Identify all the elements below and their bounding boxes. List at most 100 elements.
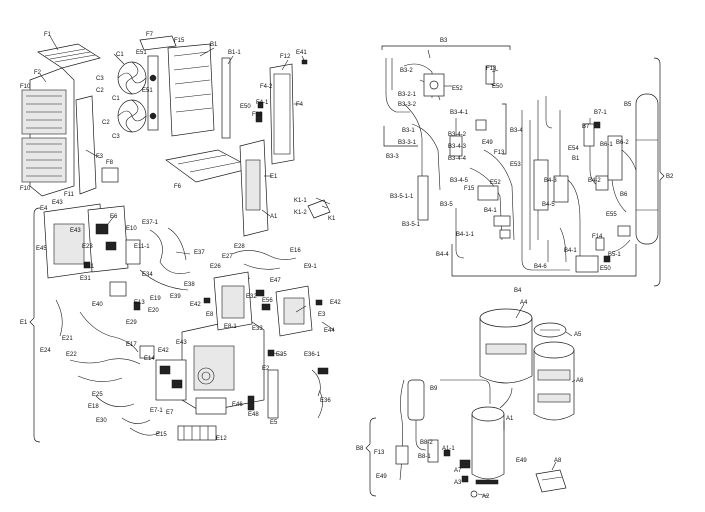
label-e4: E4: [40, 206, 48, 212]
label-e18: E18: [88, 404, 99, 410]
label-e43-a: E43: [52, 200, 63, 206]
wiring-group: [55, 299, 217, 441]
control-plate-e6: [87, 205, 129, 273]
label-a6: A6: [576, 378, 584, 384]
label-e32: E32: [246, 294, 257, 300]
label-a4: A4: [520, 300, 528, 306]
label-e1-top: E1: [270, 174, 278, 180]
coil-b1: [167, 43, 215, 137]
label-f4-1: F4-1: [256, 100, 269, 106]
label-e36: E36: [320, 398, 331, 404]
label-e5: E5: [270, 420, 278, 426]
label-e20: E20: [148, 308, 159, 314]
receiver-group: [593, 93, 659, 263]
label-e45: E45: [36, 246, 47, 252]
label-e50: E50: [240, 104, 251, 110]
label-b3-3-2: B3-3-2: [398, 102, 417, 108]
label-b4-1-1: B4-1-1: [456, 232, 475, 238]
label-b8: B8: [356, 446, 364, 452]
label-e51-top: E51: [136, 50, 147, 56]
label-c2-bottom: C2: [102, 120, 110, 126]
label-a3: A3: [454, 480, 462, 486]
strainer-b4-1: [575, 255, 599, 273]
motor-bracket: [147, 55, 159, 131]
label-a5: A5: [574, 332, 582, 338]
label-b3-3-1: B3-3-1: [398, 140, 417, 146]
side-rail-f3: [75, 95, 97, 195]
label-b3: B3: [440, 38, 448, 44]
label-c3-bottom: C3: [112, 134, 120, 140]
group-braces: [29, 45, 665, 497]
label-e46: E46: [232, 402, 243, 408]
control-box-group: [43, 203, 191, 311]
label-e11: E11: [84, 264, 95, 270]
compressor-group: [395, 308, 575, 498]
label-b4-6: B4-6: [534, 264, 547, 270]
label-e8-1: E8-1: [224, 324, 237, 330]
label-e51-bottom: E51: [142, 88, 153, 94]
label-e50-c: E50: [600, 266, 611, 272]
label-f4: F4: [296, 102, 304, 108]
label-b6-1: B6-1: [600, 142, 613, 148]
label-f12: F12: [280, 54, 291, 60]
electrical-box-group: [155, 317, 329, 419]
label-e2: E2: [262, 366, 270, 372]
label-e3: E3: [318, 312, 326, 318]
label-b8-1: B8-1: [418, 454, 431, 460]
label-e41: E41: [296, 50, 307, 56]
accumulator-b9: [407, 379, 425, 421]
label-e23: E23: [82, 244, 93, 250]
label-f1: F1: [44, 32, 52, 38]
label-e21: E21: [62, 336, 73, 342]
label-b5: B5: [624, 102, 632, 108]
label-e49-b: E49: [376, 474, 387, 480]
label-b2: B2: [666, 174, 674, 180]
label-e39: E39: [170, 294, 181, 300]
label-e13: E13: [134, 300, 145, 306]
label-a8: A8: [554, 458, 562, 464]
label-e8: E8: [206, 312, 214, 318]
label-f7: F7: [146, 32, 154, 38]
label-a1-b: A1: [506, 416, 514, 422]
label-e50-b: E50: [492, 84, 503, 90]
label-e19: E19: [150, 296, 161, 302]
label-e43-b: E43: [70, 228, 81, 234]
label-f4-2: F4-2: [260, 84, 273, 90]
label-b6-2: B6-2: [616, 140, 629, 146]
label-e35: E35: [276, 352, 287, 358]
label-e54: E54: [568, 146, 579, 152]
label-e43-c: E43: [176, 340, 187, 346]
label-e53: E53: [510, 162, 521, 168]
label-c1-top: C1: [116, 52, 124, 58]
label-e27: E27: [222, 254, 233, 260]
label-f10-top: F10: [20, 84, 31, 90]
label-b1-1: B1-1: [228, 50, 241, 56]
label-e11-1: E11-1: [134, 244, 150, 250]
label-e30: E30: [96, 418, 107, 424]
label-e56: E56: [262, 298, 273, 304]
bracket-f8: [101, 167, 119, 183]
label-b3-2-1: B3-2-1: [398, 92, 417, 98]
label-e10: E10: [126, 226, 137, 232]
label-e15: E15: [156, 432, 167, 438]
label-e7-1: E7-1: [150, 408, 163, 414]
label-e9-1: E9-1: [304, 264, 317, 270]
label-b3-4-4: B3-4-4: [448, 156, 467, 162]
bracket-k1: [307, 199, 331, 219]
piping-b3-group: [385, 58, 515, 259]
leader-lines: [39, 35, 576, 497]
label-e17: E17: [126, 342, 137, 348]
top-panel-f1: [37, 43, 101, 69]
label-e38: E38: [184, 282, 195, 288]
label-b7: B7: [582, 124, 590, 130]
label-f13-b: F13: [486, 66, 497, 72]
label-b4: B4: [514, 288, 522, 294]
service-panel-f4: [269, 63, 295, 165]
label-e52: E52: [452, 86, 463, 92]
label-e14: E14: [144, 356, 155, 362]
label-b3-3: B3-3: [386, 154, 399, 160]
label-c1-bottom: C1: [112, 96, 120, 102]
label-e7: E7: [166, 410, 174, 416]
label-e40: E40: [92, 302, 103, 308]
label-e26: E26: [210, 264, 221, 270]
